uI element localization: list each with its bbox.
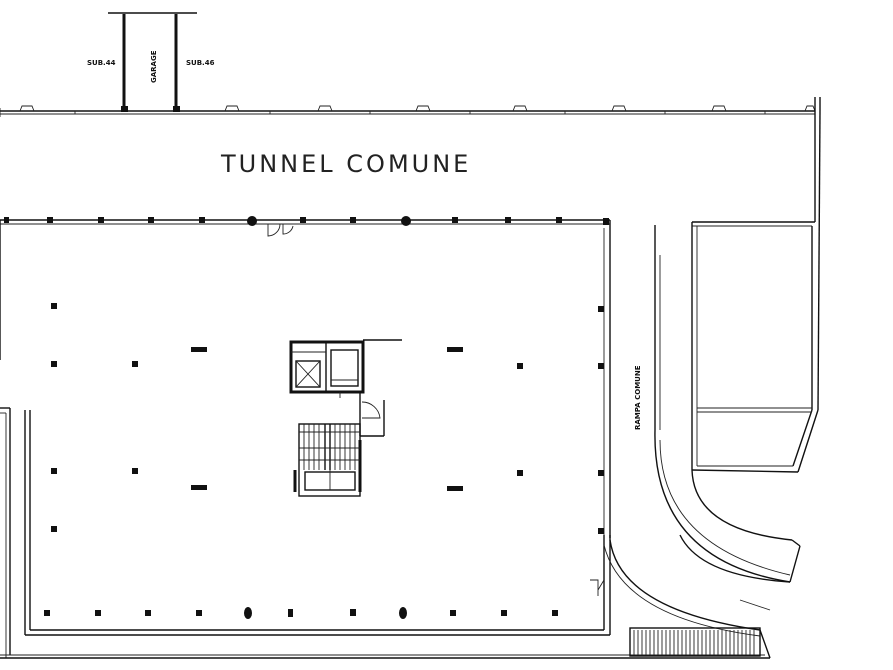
garage-unit [108, 12, 197, 112]
garage-label: GARAGE [150, 50, 158, 83]
rampa-comune-label: RAMPA COMUNE [634, 365, 642, 430]
sub-46-label: SUB.46 [186, 59, 215, 67]
sub-44-label: SUB.44 [87, 59, 116, 67]
parking-outer-wall [0, 220, 770, 659]
ramp [603, 225, 801, 659]
tunnel-upper-wall [0, 105, 816, 117]
stairs [293, 423, 362, 497]
central-core [289, 339, 402, 437]
tunnel-comune-label: TUNNEL COMUNE [220, 150, 471, 178]
tunnel-right-wall [814, 97, 821, 111]
parking-top-wall [0, 216, 610, 237]
pillars [44, 303, 604, 619]
tunnel-right-enclosure [691, 110, 821, 473]
exterior-stairs [629, 627, 761, 657]
